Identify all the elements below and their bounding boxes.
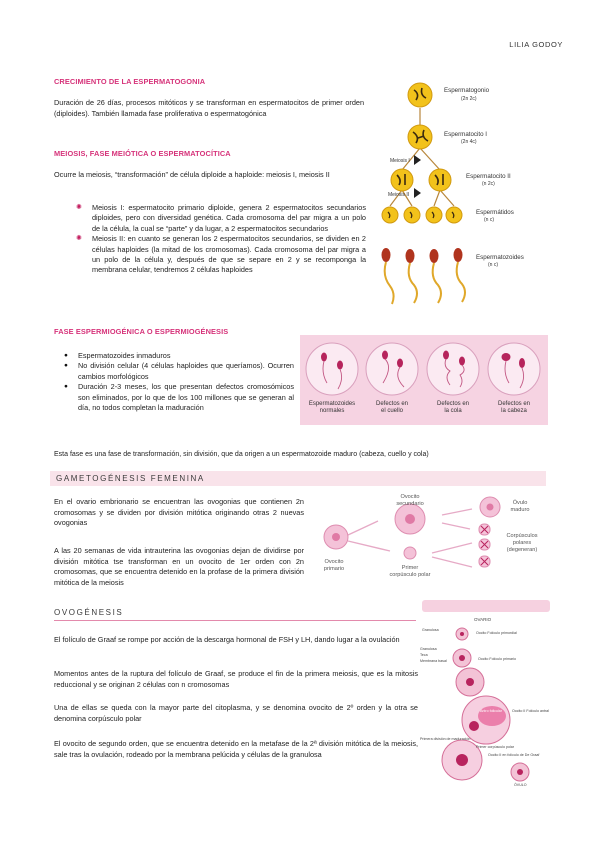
label-foliculo-graaf: Oocito II en folículo de De Graaf	[488, 753, 539, 757]
section-title-ovogenesis: OVOGÉNESIS	[54, 608, 124, 617]
label-corpusculos: Corpúsculos	[506, 533, 537, 539]
espermiogenesis-list: Espermatozoides inmaduros No división ce…	[60, 351, 294, 413]
paragraph-espermatogonia: Duración de 26 días, procesos mitóticos …	[54, 98, 364, 118]
label-ovulo: Óvulo	[513, 499, 528, 506]
author-name: LILIA GODOY	[509, 40, 563, 49]
label-espermatocito1: Espermatocito I	[444, 131, 487, 138]
label-primer-corpusculo-polar: Primer corpúsculo polar	[476, 745, 515, 749]
label-membrana-basal: Membrana basal	[420, 659, 447, 663]
caption-cola: Defectos en	[437, 401, 469, 407]
label-foliculo-antral: Oocito II Folículo antral	[512, 709, 549, 713]
espermatocito2-cell	[428, 168, 452, 192]
label-ovocito-primario-2: primario	[324, 566, 344, 572]
sperm-defects-diagram: Espermatozoides normales Defectos en el …	[305, 342, 541, 414]
label-meiosis1: Meiosis I	[390, 158, 410, 164]
list-item: Meiosis I: espermatocito primario diploi…	[74, 203, 366, 234]
list-item: No división celular (4 células haploides…	[60, 361, 294, 382]
list-item: Espermatozoides inmaduros	[60, 351, 294, 362]
caption-cabeza-2: la cabeza	[501, 408, 527, 414]
label-antro: Antro folicular	[480, 709, 503, 713]
label-foliculo-primario: Oocito Folículo primario	[478, 657, 516, 661]
caption-cola-2: la cola	[444, 408, 462, 414]
label-teca: Teca	[420, 653, 428, 657]
primer-corpusculo-cell	[403, 546, 417, 560]
meiosis-list: Meiosis I: espermatocito primario diploi…	[74, 203, 366, 276]
paragraph-ovogenesis-1: El folículo de Graaf se rompe por acción…	[54, 635, 400, 644]
label-espermatozoides: Espermatozoides	[476, 254, 524, 261]
paragraph-gametogenesis-2: A las 20 semanas de vida intrauterina la…	[54, 546, 304, 587]
caption-normal: Espermatozoides	[309, 401, 355, 407]
list-item: Duración 2-3 meses, los que presentan de…	[60, 382, 294, 413]
spermatogenesis-diagram: Espermatogonio (2n 2c) Espermatocito I (…	[381, 82, 524, 305]
label-corpusculos-2: polares	[513, 540, 532, 546]
label-granulosa-2: Granulosa	[420, 647, 437, 651]
paragraph-ovogenesis-2: Momentos antes de la ruptura del folícul…	[54, 669, 418, 689]
follicle-development-diagram: OVARIO Granulosa Oocito Folículo primord…	[420, 600, 550, 787]
oogenesis-division-diagram: Ovocito primario Ovocito secundario Prim…	[323, 494, 538, 578]
paragraph-ovogenesis-3: Una de ellas se queda con la mayor parte…	[54, 703, 418, 723]
label-espermatocito2-n: (n 2c)	[482, 181, 495, 187]
label-espermatocito1-n: (2n 4c)	[461, 139, 477, 145]
label-primer-corpusculo: Primer	[402, 565, 419, 571]
label-ovocito-primario: Ovocito	[325, 559, 344, 565]
label-ovulo-final: ÓVULO	[514, 782, 527, 787]
section-heading-espermiogenesis: FASE ESPERMIOGÉNICA O ESPERMIOGÉNESIS	[54, 327, 229, 336]
ovogenesis-divider	[54, 620, 416, 621]
paragraph-gametogenesis-1: En el ovario embrionario se encuentran l…	[54, 497, 304, 528]
paragraph-ovogenesis-4: El ovocito de segundo orden, que se encu…	[54, 739, 418, 759]
caption-cabeza: Defectos en	[498, 401, 530, 407]
label-ovocito-secundario: Ovocito	[401, 494, 420, 500]
label-primera-meiosis: Primera división de maduración	[420, 737, 470, 741]
label-foliculo-primordial: Oocito Folículo primordial	[476, 631, 517, 635]
label-espermatidos: Espermátidos	[476, 209, 514, 216]
caption-normal-2: normales	[320, 408, 345, 414]
section-heading-espermatogonia: CRECIMIENTO DE LA ESPERMATOGONIA	[54, 77, 206, 86]
label-corpusculos-3: (degeneran)	[507, 547, 538, 553]
label-ovario: OVARIO	[474, 617, 492, 622]
section-title-gametogenesis: GAMETOGÉNESIS FEMENINA	[56, 474, 205, 483]
sperm-defects-panel: Espermatozoides normales Defectos en el …	[300, 335, 548, 425]
label-ovulo-2: maduro	[511, 507, 530, 513]
paragraph-espermiogenesis-summary: Esta fase es una fase de transformación,…	[54, 451, 429, 458]
label-meiosis2: Meiosis II	[388, 192, 409, 198]
paragraph-meiosis-intro: Ocurre la meiosis, “transformación” de c…	[54, 170, 330, 179]
label-espermatidos-n: (n c)	[484, 217, 494, 223]
label-espermatogonio-n: (2n 2c)	[461, 96, 477, 102]
espermatocito2-cell	[390, 168, 414, 192]
label-primer-corpusculo-2: corpúsculo polar	[389, 572, 430, 578]
espermatogonio-cell	[407, 82, 433, 108]
label-espermatogonio: Espermatogonio	[444, 87, 490, 94]
label-ovocito-secundario-2: secundario	[396, 501, 423, 507]
label-espermatozoides-n: (n c)	[488, 262, 498, 268]
label-granulosa: Granulosa	[422, 628, 439, 632]
label-espermatocito2: Espermatocito II	[466, 173, 511, 180]
list-item: Meiosis II: en cuanto se generan los 2 e…	[74, 234, 366, 276]
caption-cuello-2: el cuello	[381, 408, 404, 414]
section-heading-meiosis: MEIOSIS, FASE MEIÓTICA O ESPERMATOCÍTICA	[54, 149, 231, 158]
section-band-gametogenesis: GAMETOGÉNESIS FEMENINA	[50, 471, 546, 486]
caption-cuello: Defectos en	[376, 401, 408, 407]
